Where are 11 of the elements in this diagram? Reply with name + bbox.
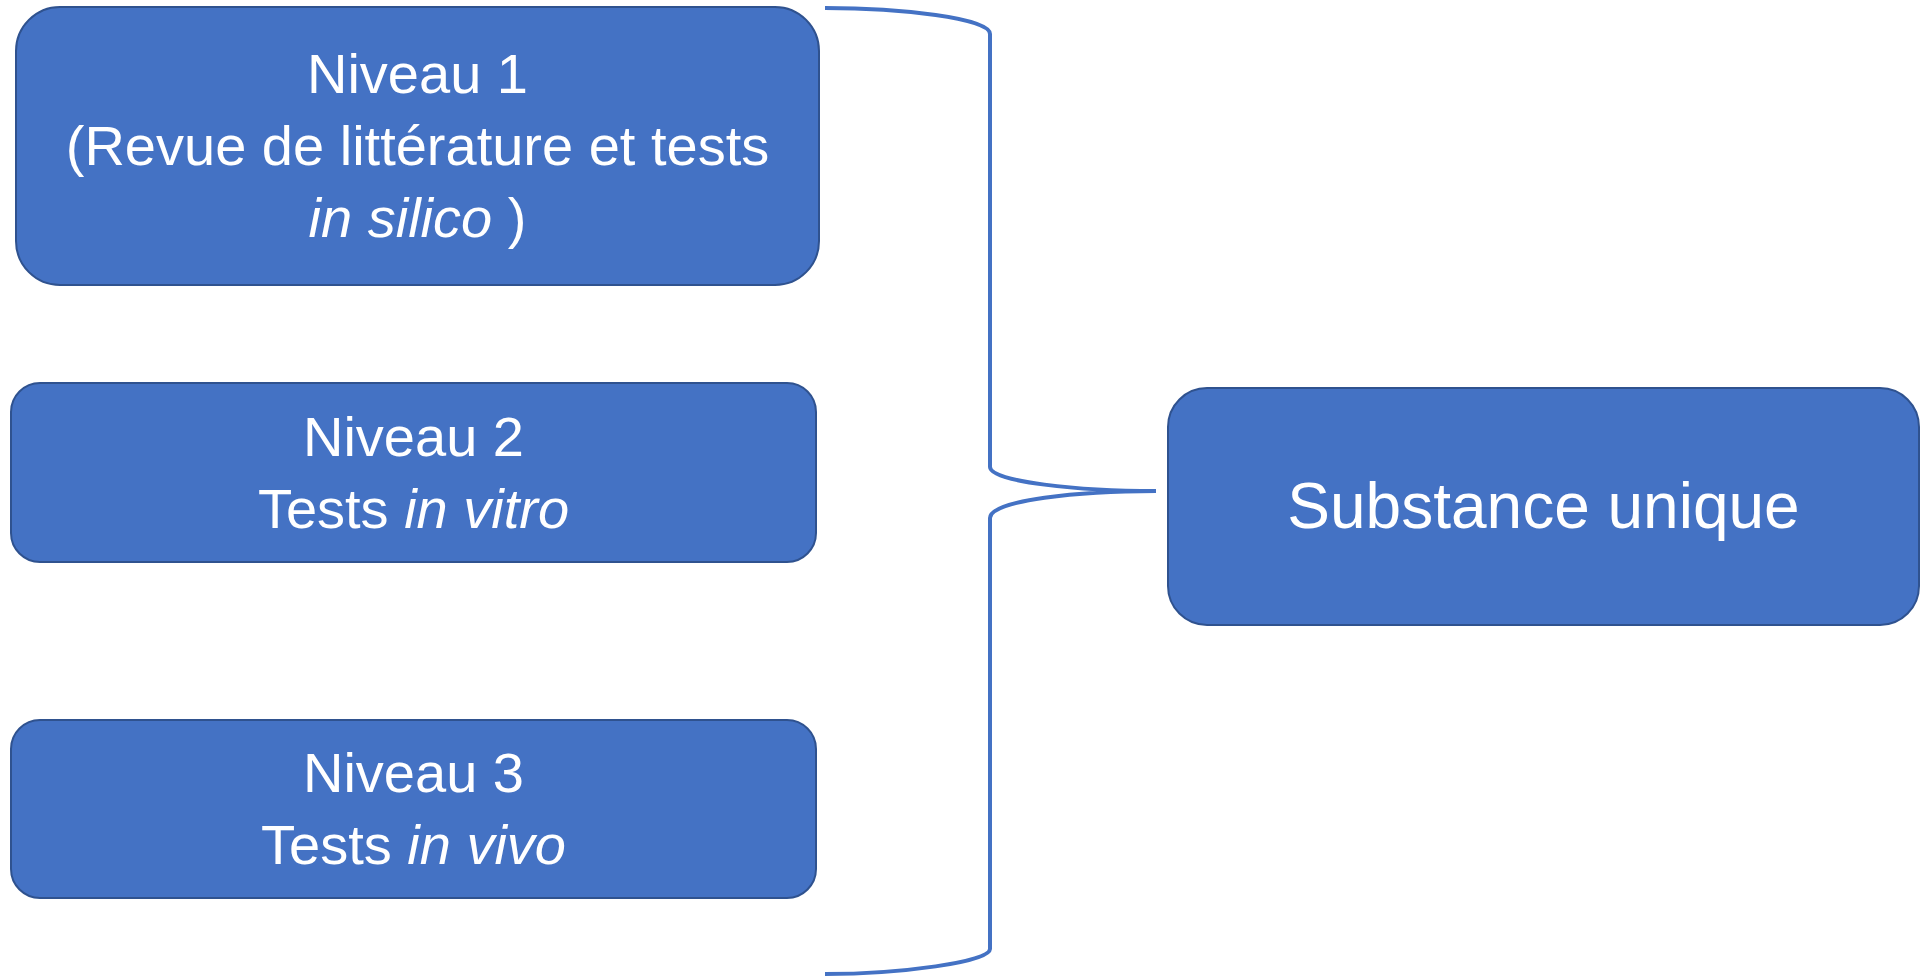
box-text: Tests in vitro <box>257 475 570 542</box>
process-box <box>10 382 817 563</box>
box-title: Niveau 2 <box>303 403 524 470</box>
box-title: Substance unique <box>1287 468 1800 544</box>
box-title: Niveau 3 <box>303 740 524 807</box>
process-box <box>10 719 817 899</box>
box-text: (Revue de littérature et tests in silico ) <box>64 113 771 251</box>
process-box <box>1167 387 1920 626</box>
box-text: Tests in vivo <box>261 812 566 878</box>
box-title: Niveau 1 <box>307 41 528 108</box>
process-box <box>15 6 820 286</box>
